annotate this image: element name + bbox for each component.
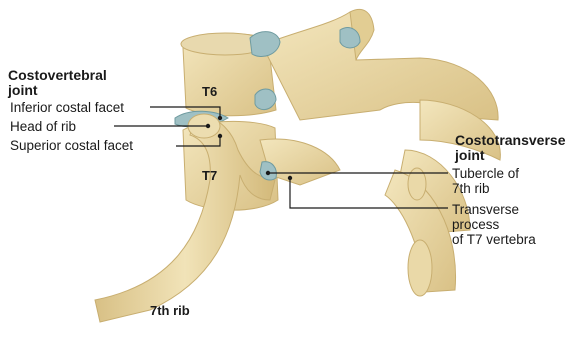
costotransverse-heading: Costotransverse joint <box>455 133 566 163</box>
tubercle-label: Tubercle of 7th rib <box>452 166 519 196</box>
superior-costal-facet-label: Superior costal facet <box>10 138 133 153</box>
t6-label: T6 <box>202 84 217 99</box>
t7-label: T7 <box>202 168 217 183</box>
inferior-costal-facet-label: Inferior costal facet <box>10 100 124 115</box>
head-of-rib-label: Head of rib <box>10 119 76 134</box>
seventh-rib-label: 7th rib <box>150 303 190 318</box>
transverse-process-label: Transverse process of T7 vertebra <box>452 202 536 247</box>
costovertebral-heading: Costovertebral joint <box>8 68 107 98</box>
